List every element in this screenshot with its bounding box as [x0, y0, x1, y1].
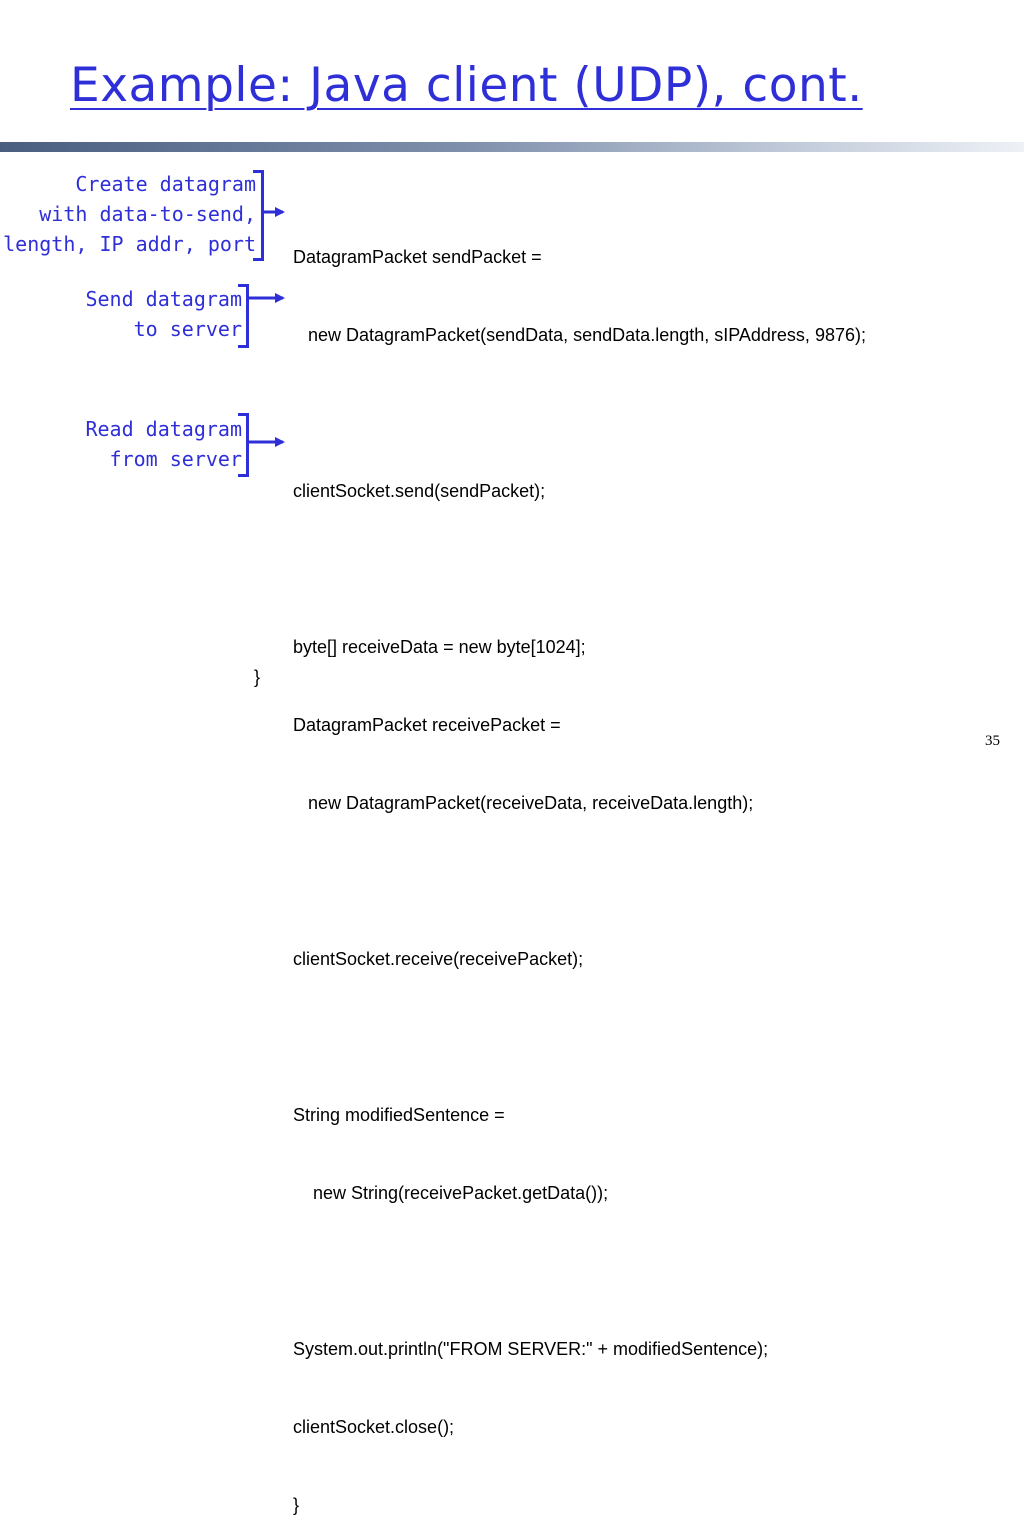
title-divider-bar [0, 142, 1024, 152]
annotation-read-datagram: Read datagram from server [85, 414, 242, 474]
annotation-line: Send datagram [85, 287, 242, 311]
annotation-line: from server [109, 447, 242, 471]
code-line: String modifiedSentence = [293, 1105, 505, 1125]
code-line: DatagramPacket sendPacket = [293, 247, 542, 267]
code-line: clientSocket.send(sendPacket); [293, 481, 546, 501]
code-line: new DatagramPacket(sendData, sendData.le… [293, 325, 866, 345]
code-line: clientSocket.receive(receivePacket); [293, 949, 584, 969]
code-line [293, 556, 866, 582]
bracket-create-datagram [253, 170, 264, 261]
closing-brace: } [254, 667, 261, 687]
annotation-line: Read datagram [85, 417, 242, 441]
code-line: DatagramPacket receivePacket = [293, 715, 561, 735]
slide-title: Example: Java client (UDP), cont. [70, 58, 863, 113]
code-line: System.out.println("FROM SERVER:" + modi… [293, 1339, 769, 1359]
bracket-send-datagram [238, 284, 249, 348]
annotation-line: Create datagram [75, 172, 256, 196]
annotation-line: with data-to-send, [39, 202, 256, 226]
code-line: new String(receivePacket.getData()); [293, 1183, 609, 1203]
annotation-create-datagram: Create datagram with data-to-send, lengt… [3, 169, 256, 259]
bracket-read-datagram [238, 413, 249, 477]
page-number: 35 [985, 733, 1000, 749]
annotation-arrows [249, 207, 285, 447]
code-line: new DatagramPacket(receiveData, receiveD… [293, 793, 754, 813]
code-line: byte[] receiveData = new byte[1024]; [293, 637, 586, 657]
code-block: DatagramPacket sendPacket = new Datagram… [293, 192, 866, 1536]
annotation-send-datagram: Send datagram to server [85, 284, 242, 344]
code-line: } [293, 1495, 300, 1515]
code-line: clientSocket.close(); [293, 1417, 455, 1437]
code-line [293, 868, 866, 894]
annotation-line: length, IP addr, port [3, 232, 256, 256]
annotation-line: to server [133, 317, 242, 341]
code-line [293, 1024, 866, 1050]
code-line [293, 1258, 866, 1284]
code-line [293, 400, 866, 426]
